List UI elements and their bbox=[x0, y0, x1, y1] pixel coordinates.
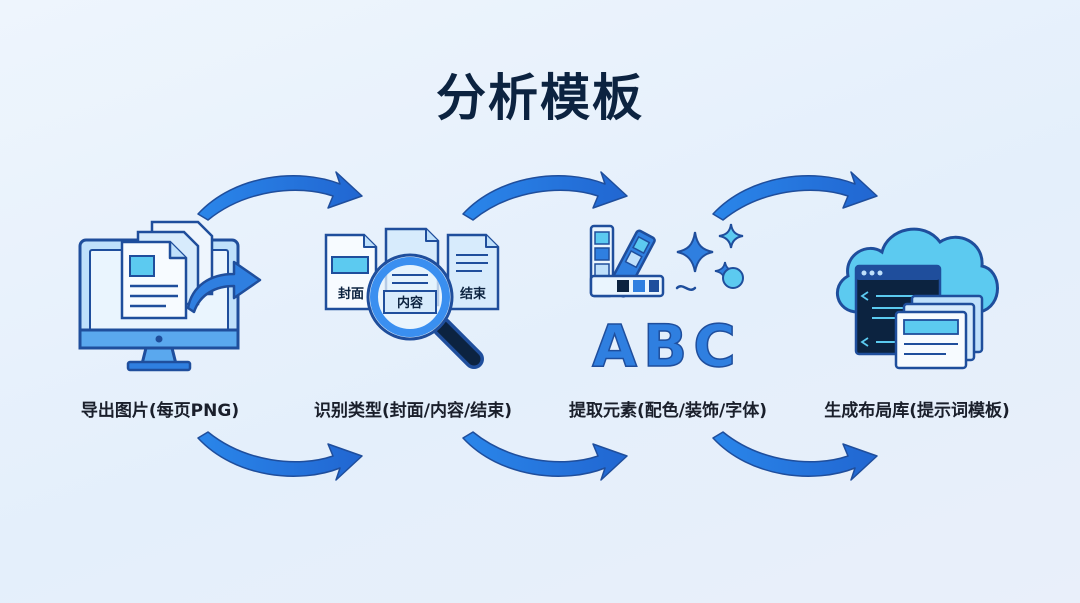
curved-arrow-top-3 bbox=[712, 171, 878, 221]
palette-sparkle-abc-icon: ABC bbox=[589, 223, 744, 378]
curved-arrow-top-2 bbox=[462, 171, 628, 221]
doc-tag-cover: 封面 bbox=[338, 286, 364, 302]
doc-tag-end: 结束 bbox=[460, 286, 487, 302]
page-title: 分析模板 bbox=[436, 69, 644, 127]
step-label-classify: 识别类型(封面/内容/结束) bbox=[314, 401, 512, 421]
step-label-export: 导出图片(每页PNG) bbox=[80, 401, 240, 421]
step-label-generate: 生成布局库(提示词模板) bbox=[824, 401, 1010, 421]
curved-arrow-top-1 bbox=[197, 171, 363, 221]
curved-arrow-bottom-1 bbox=[197, 431, 363, 481]
document-magnifier-icon: 封面 结束 内容 bbox=[324, 227, 500, 369]
step-label-extract: 提取元素(配色/装饰/字体) bbox=[569, 401, 767, 421]
curved-arrow-bottom-2 bbox=[462, 431, 628, 481]
monitor-export-icon bbox=[78, 220, 262, 372]
font-sample-text: ABC bbox=[592, 312, 742, 378]
cloud-code-icon bbox=[836, 227, 999, 370]
curved-arrow-bottom-3 bbox=[712, 431, 878, 481]
doc-tag-content: 内容 bbox=[397, 295, 423, 311]
